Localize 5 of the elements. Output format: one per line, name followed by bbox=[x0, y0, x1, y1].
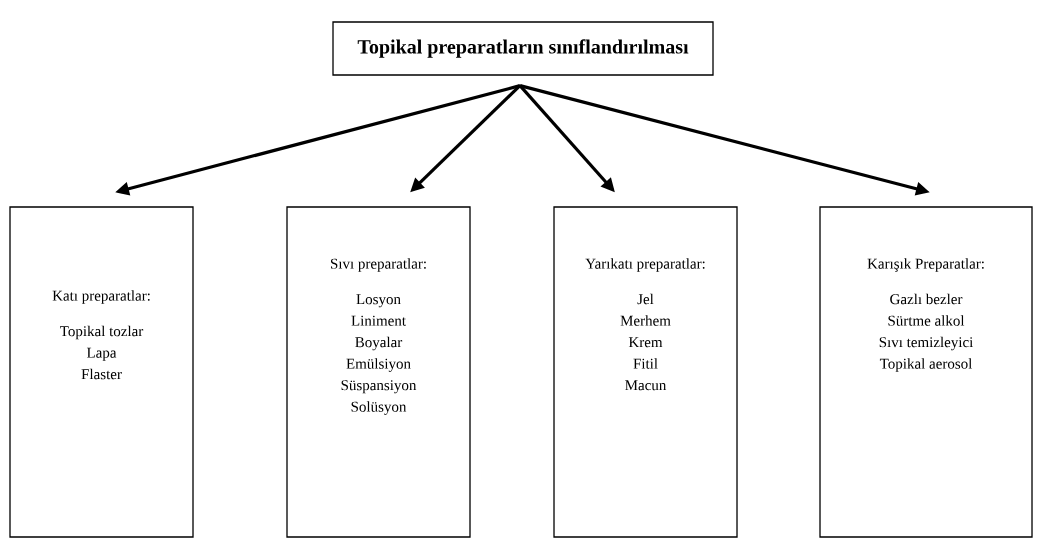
category-box: Yarıkatı preparatlar: Jel Merhem Krem Fitil Macun bbox=[553, 206, 738, 538]
category-box: Sıvı preparatlar: Losyon Liniment Boyalar Emülsiyon Süspansiyon Solüsyon bbox=[286, 206, 471, 538]
category-box: Katı preparatlar: Topikal tozlar Lapa Flaster bbox=[9, 206, 194, 538]
category-box: Karışık Preparatlar: Gazlı bezler Sürtme alkol Sıvı temizleyici Topikal aerosol bbox=[819, 206, 1033, 538]
title-box: Topikal preparatların sınıflandırılması bbox=[332, 21, 714, 76]
